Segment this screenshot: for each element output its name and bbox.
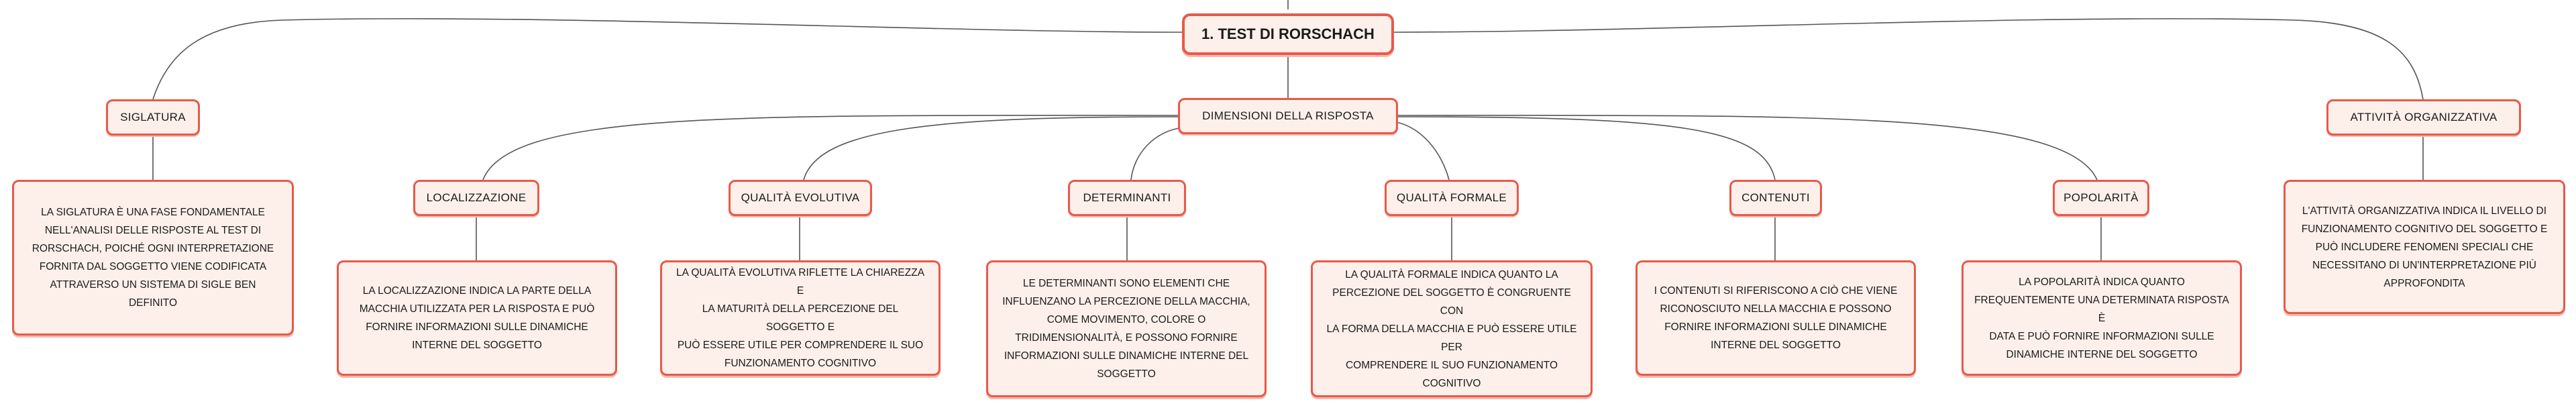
desc-line: DATA E PUÒ FORNIRE INFORMAZIONI SULLE <box>1989 330 2214 342</box>
desc-line: FUNZIONAMENTO COGNITIVO <box>724 358 877 369</box>
desc-attivita-organizzativa: L'ATTIVITÀ ORGANIZZATIVA INDICA IL LIVEL… <box>2284 180 2565 314</box>
connector-dim-qualita-formale <box>1388 120 1450 181</box>
desc-line: MACCHIA UTILIZZATA PER LA RISPOSTA E PUÒ <box>359 303 595 315</box>
subtopic-determinanti-label: DETERMINANTI <box>1083 191 1171 204</box>
subtopic-qualita-evolutiva-label: QUALITÀ EVOLUTIVA <box>741 191 860 204</box>
connector-dim-determinanti <box>1130 127 1184 181</box>
connector-root-attivita <box>1393 18 2424 100</box>
desc-line: COMPRENDERE IL SUO FUNZIONAMENTO <box>1345 359 1558 371</box>
subtopic-contenuti[interactable]: CONTENUTI <box>1729 180 1822 216</box>
subtopic-qualita-formale[interactable]: QUALITÀ FORMALE <box>1385 180 1519 216</box>
desc-line: PUÒ ESSERE UTILE PER COMPRENDERE IL SUO <box>677 340 924 351</box>
connector-root-siglatura <box>152 18 1183 100</box>
desc-line: FORNIRE INFORMAZIONI SULLE DINAMICHE <box>1664 321 1887 333</box>
desc-siglatura: LA SIGLATURA È UNA FASE FONDAMENTALE NEL… <box>12 180 294 336</box>
desc-line: COGNITIVO <box>1422 377 1481 389</box>
root-label: 1. TEST DI RORSCHACH <box>1201 25 1375 42</box>
subtopic-popolarita[interactable]: POPOLARITÀ <box>2053 180 2149 216</box>
subtopic-contenuti-label: CONTENUTI <box>1741 191 1810 204</box>
desc-line: SOGGETTO <box>1097 368 1156 380</box>
desc-line: LA QUALITÀ FORMALE INDICA QUANTO LA <box>1345 268 1558 280</box>
desc-line: RICONOSCIUTO NELLA MACCHIA E POSSONO <box>1660 303 1892 315</box>
subtopic-qualita-evolutiva[interactable]: QUALITÀ EVOLUTIVA <box>729 180 872 216</box>
desc-line: PUÒ INCLUDERE FENOMENI SPECIALI CHE <box>2315 241 2534 253</box>
desc-line: INTERNE DEL SOGGETTO <box>412 340 542 351</box>
desc-line: NELL'ANALISI DELLE RISPOSTE AL TEST DI <box>44 225 262 236</box>
connector-dim-contenuti <box>1397 116 1776 181</box>
connector-dim-popolarita <box>1397 115 2098 181</box>
desc-line: ATTRAVERSO UN SISTEMA DI SIGLE BEN DEFIN… <box>50 279 256 309</box>
desc-line: LA SIGLATURA È UNA FASE FONDAMENTALE <box>41 207 265 218</box>
desc-line: LA POPOLARITÀ INDICA QUANTO <box>2019 276 2185 288</box>
desc-line: INTERNE DEL SOGGETTO <box>1711 340 1841 351</box>
desc-line: TRIDIMENSIONALITÀ, E POSSONO FORNIRE <box>1015 332 1238 344</box>
desc-line: FORNIRE INFORMAZIONI SULLE DINAMICHE <box>366 321 588 333</box>
connector-dim-qualita-evolutiva <box>803 116 1180 181</box>
desc-line: PERCEZIONE DEL SOGGETTO È CONGRUENTE CON <box>1332 287 1571 317</box>
desc-popolarita: LA POPOLARITÀ INDICA QUANTO FREQUENTEMEN… <box>1962 260 2242 376</box>
desc-line: RORSCHACH, POICHÉ OGNI INTERPRETAZIONE <box>32 243 274 254</box>
desc-contenuti: I CONTENUTI SI RIFERISCONO A CIÒ CHE VIE… <box>1635 260 1916 376</box>
desc-localizzazione: LA LOCALIZZAZIONE INDICA LA PARTE DELLA … <box>337 260 617 376</box>
topic-attivita-label: ATTIVITÀ ORGANIZZATIVA <box>2350 111 2498 123</box>
subtopic-qualita-formale-label: QUALITÀ FORMALE <box>1396 191 1507 204</box>
desc-qualita-formale: LA QUALITÀ FORMALE INDICA QUANTO LA PERC… <box>1311 260 1593 397</box>
subtopic-popolarita-label: POPOLARITÀ <box>2063 191 2139 204</box>
desc-line: FREQUENTEMENTE UNA DETERMINATA RISPOSTA … <box>1974 294 2229 324</box>
desc-line: LA FORMA DELLA MACCHIA E PUÒ ESSERE UTIL… <box>1326 323 1577 353</box>
desc-line: NECESSITANO DI UN'INTERPRETAZIONE PIÙ <box>2312 259 2536 271</box>
desc-line: L'ATTIVITÀ ORGANIZZATIVA INDICA IL LIVEL… <box>2302 205 2547 217</box>
desc-line: LA LOCALIZZAZIONE INDICA LA PARTE DELLA <box>362 285 592 297</box>
desc-line: LE DETERMINANTI SONO ELEMENTI CHE <box>1022 278 1230 289</box>
desc-line: DINAMICHE INTERNE DEL SOGGETTO <box>2006 348 2198 360</box>
desc-line: I CONTENUTI SI RIFERISCONO A CIÒ CHE VIE… <box>1654 285 1898 297</box>
desc-line: LA MATURITÀ DELLA PERCEZIONE DEL SOGGETT… <box>702 303 899 333</box>
desc-line: LA QUALITÀ EVOLUTIVA RIFLETTE LA CHIAREZ… <box>676 267 925 297</box>
root-node[interactable]: 1. TEST DI RORSCHACH <box>1182 13 1394 55</box>
subtopic-determinanti[interactable]: DETERMINANTI <box>1068 180 1186 216</box>
subtopic-localizzazione[interactable]: LOCALIZZAZIONE <box>413 180 539 216</box>
desc-qualita-evolutiva: LA QUALITÀ EVOLUTIVA RIFLETTE LA CHIAREZ… <box>660 260 941 376</box>
desc-determinanti: LE DETERMINANTI SONO ELEMENTI CHE INFLUE… <box>986 260 1267 397</box>
subtopic-localizzazione-label: LOCALIZZAZIONE <box>426 191 527 204</box>
desc-line: INFLUENZANO LA PERCEZIONE DELLA MACCHIA, <box>1002 296 1250 307</box>
topic-siglatura-label: SIGLATURA <box>120 111 186 123</box>
desc-line: FUNZIONAMENTO COGNITIVO DEL SOGGETTO E <box>2301 223 2548 235</box>
connector-dim-localizzazione <box>482 115 1179 181</box>
desc-line: COME MOVIMENTO, COLORE O <box>1046 314 1206 325</box>
topic-siglatura[interactable]: SIGLATURA <box>106 99 200 136</box>
topic-dimensioni-della-risposta[interactable]: DIMENSIONI DELLA RISPOSTA <box>1178 98 1398 134</box>
topic-dimensioni-label: DIMENSIONI DELLA RISPOSTA <box>1202 109 1374 122</box>
desc-line: FORNITA DAL SOGGETTO VIENE CODIFICATA <box>39 261 267 272</box>
desc-line: INFORMAZIONI SULLE DINAMICHE INTERNE DEL <box>1004 350 1249 362</box>
desc-line: APPROFONDITA <box>2383 277 2465 289</box>
topic-attivita-organizzativa[interactable]: ATTIVITÀ ORGANIZZATIVA <box>2326 99 2521 136</box>
